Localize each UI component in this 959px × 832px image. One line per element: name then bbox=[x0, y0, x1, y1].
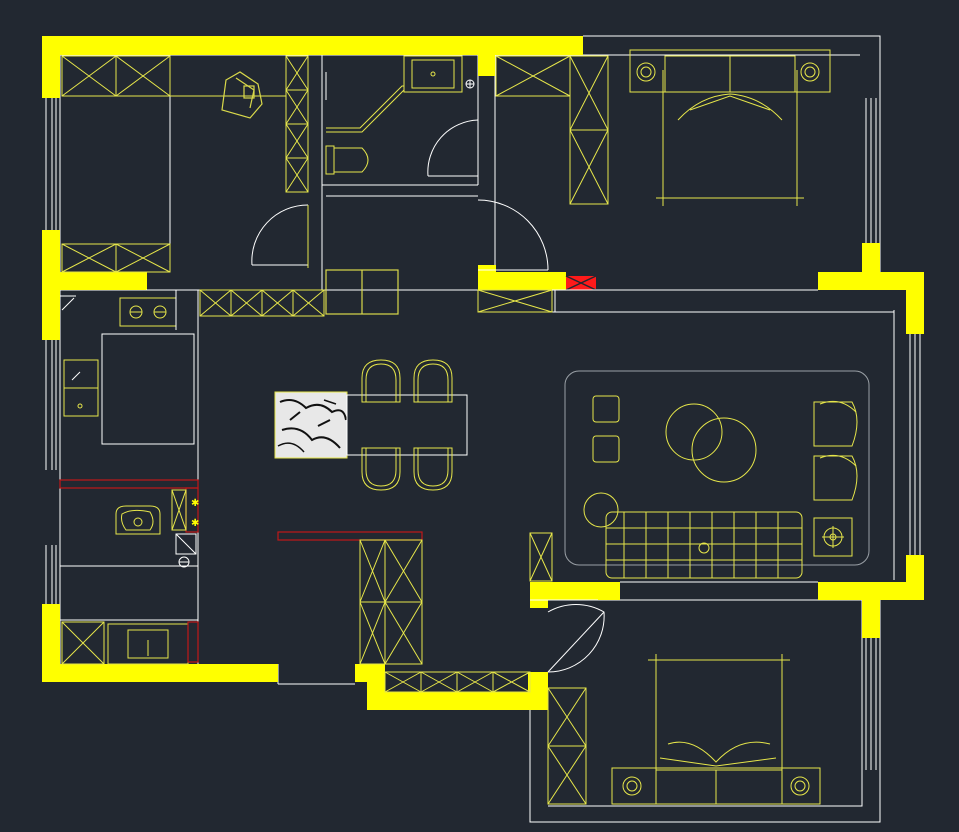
wardrobe-bottom bbox=[61, 243, 171, 273]
sink-icon bbox=[403, 55, 463, 93]
sink-icon bbox=[63, 359, 99, 417]
red-shelf bbox=[59, 479, 199, 489]
toilet-icon bbox=[325, 145, 369, 175]
master-bedroom bbox=[495, 49, 831, 206]
faucet bbox=[71, 371, 81, 381]
kitchen bbox=[63, 269, 399, 445]
bed-icon bbox=[629, 49, 831, 206]
red-partition bbox=[277, 531, 423, 541]
walls bbox=[42, 36, 924, 710]
svg-text:✱: ✱ bbox=[191, 498, 199, 509]
left-bathroom: ✱ ✱ bbox=[59, 479, 199, 568]
wardrobe-top-right bbox=[495, 55, 609, 205]
tv-cabinet bbox=[477, 289, 553, 313]
fridge-icon bbox=[325, 269, 399, 315]
windows bbox=[45, 98, 921, 770]
dining-chair-icon bbox=[361, 359, 453, 491]
marble-slab bbox=[274, 391, 348, 459]
misc-details bbox=[60, 289, 818, 601]
sink-icon bbox=[107, 623, 189, 665]
wardrobe-bottom-right bbox=[547, 687, 587, 805]
wardrobe-top bbox=[61, 55, 286, 97]
shoe-cabinet bbox=[384, 671, 531, 693]
door-swing bbox=[251, 204, 309, 266]
side-stools bbox=[592, 395, 620, 463]
living-room bbox=[477, 275, 870, 582]
stove-icon bbox=[119, 297, 177, 327]
rug bbox=[564, 370, 870, 566]
coffee-table-icon bbox=[665, 403, 757, 483]
floor-drain-icon bbox=[175, 533, 197, 568]
door-swing bbox=[477, 199, 549, 271]
bed-icon bbox=[611, 654, 821, 805]
shower-drain-icon bbox=[465, 79, 475, 89]
washer-icon bbox=[61, 621, 105, 665]
study-room bbox=[61, 55, 309, 273]
pouf bbox=[583, 492, 619, 528]
tall-cabinet bbox=[359, 539, 423, 665]
partition bbox=[326, 85, 404, 129]
top-bathroom bbox=[325, 55, 549, 271]
side-cabinet bbox=[529, 532, 553, 582]
fixture-dots: ✱ ✱ bbox=[191, 498, 199, 529]
armchair-icon bbox=[221, 71, 263, 119]
lounge-chair-icon bbox=[813, 400, 858, 501]
vanity-shelf bbox=[171, 489, 187, 531]
bookshelf bbox=[285, 55, 309, 193]
dining-area bbox=[274, 359, 531, 693]
door-swing bbox=[547, 603, 605, 673]
door-marker-cross bbox=[565, 275, 597, 291]
bottom-bedroom bbox=[547, 603, 821, 805]
laundry bbox=[61, 621, 199, 665]
lamp-icon bbox=[813, 517, 853, 557]
counter-cabinets bbox=[199, 289, 325, 317]
door-swing bbox=[427, 119, 479, 177]
toilet-icon bbox=[115, 505, 161, 535]
sofa-icon bbox=[605, 511, 803, 579]
svg-text:✱: ✱ bbox=[191, 518, 199, 529]
dining-table bbox=[346, 394, 468, 456]
